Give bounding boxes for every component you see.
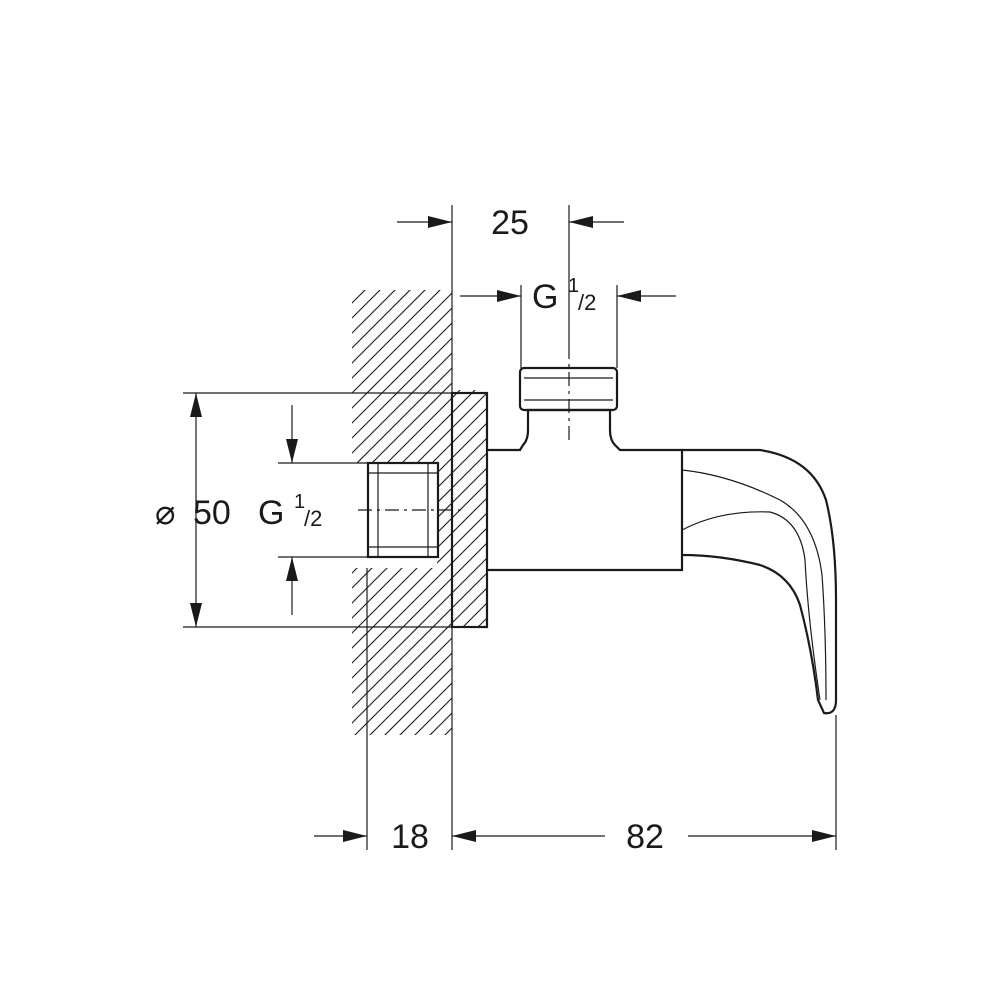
hatch-line [605,280,1000,740]
hatch-line [770,280,1000,740]
hatch-line [352,290,487,735]
dim-25: 25 [397,204,624,242]
hatch-line [560,280,1000,740]
side-thread-den: /2 [304,506,322,531]
hatch-line [0,280,300,740]
hatch-line [352,290,487,735]
hatch-line [860,280,1000,740]
hatch-line [830,280,1000,740]
valve-body [487,408,684,572]
hatch-line [680,280,1000,740]
top-thread-den: /2 [578,290,596,315]
hatch-line [890,280,1000,740]
dim-top-thread: G 1 /2 [460,275,676,316]
hatch-line [352,290,487,735]
wall-hatching [0,280,1000,740]
dim-side-thread: G 1 /2 [258,405,322,615]
hatch-line [454,290,487,735]
hatch-line [352,290,466,735]
hatch-line [352,290,481,735]
hatch-line [530,280,990,740]
hatch-line [635,280,1000,740]
hatch-line [785,280,1000,740]
hatch-line [815,280,1000,740]
hatch-line [620,280,1000,740]
top-thread-num: 1 [568,275,579,297]
hatch-line [650,280,1000,740]
hatch-line [352,290,487,735]
hatch-line [352,290,487,735]
hatch-line [515,280,975,740]
hatch-line [755,280,1000,740]
hatch-line [469,290,487,735]
hatch-line [352,290,451,735]
hatch-line [352,290,487,735]
top-thread-g: G [532,278,558,316]
dim-82: 82 [452,818,836,856]
hatch-line [484,290,487,735]
hatch-line [352,290,487,735]
hatch-line [905,280,1000,740]
lever-handle [681,448,838,715]
hatch-line [352,290,487,735]
hatch-line [575,280,1000,740]
hatch-line [710,280,1000,740]
side-thread-g: G [258,494,284,532]
hatch-line [439,290,487,735]
dim-25-label: 25 [491,204,529,242]
hatch-line [352,290,436,735]
hatch-line [394,290,487,735]
hatch-line [665,280,1000,740]
hatch-line [845,280,1000,740]
hatch-line [875,280,1000,740]
hatch-line [935,280,1000,740]
hatch-line [545,280,1000,740]
diameter-symbol: ⌀ [155,494,175,532]
diameter-value: 50 [193,494,231,532]
hatch-line [352,290,487,735]
hatch-line [725,280,1000,740]
hatch-line [352,290,487,735]
dim-18-label: 18 [391,818,429,856]
hatch-line [740,280,1000,740]
hatch-line [920,280,1000,740]
hatch-line [800,280,1000,740]
hatch-line [695,280,1000,740]
hatch-line [364,290,487,735]
hatch-line [352,290,487,735]
hatch-line [409,290,487,735]
hatch-line [352,290,487,735]
side-thread-num: 1 [294,491,305,513]
dim-diameter: ⌀ 50 [155,393,231,627]
dim-82-label: 82 [626,818,664,856]
hatch-line [590,280,1000,740]
